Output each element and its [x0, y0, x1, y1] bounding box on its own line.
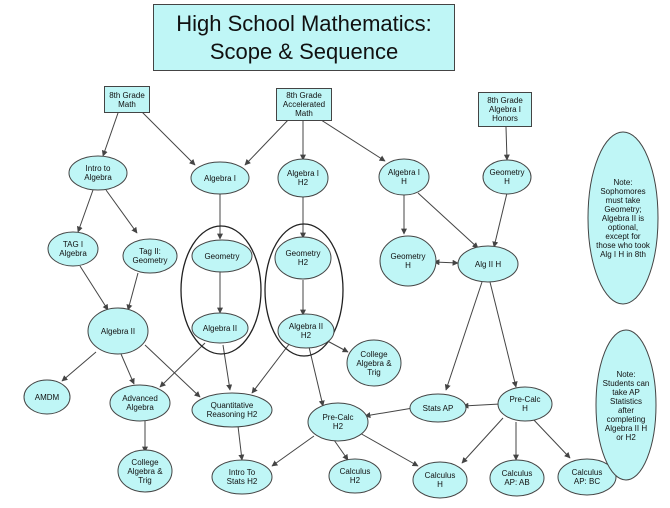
- edge-accel-alg1: [244, 117, 291, 166]
- box-label: Algebra I: [488, 105, 522, 114]
- edge-precalch-statsap: [462, 402, 501, 409]
- edge-tag1-alg2: [79, 265, 109, 311]
- note-line: Geometry;: [604, 204, 642, 214]
- node-precalc-h-shape: [497, 386, 553, 422]
- note-line: completing: [606, 415, 646, 424]
- edge-alg2h2-precalch2: [308, 346, 325, 407]
- note1-shape: [587, 131, 659, 305]
- edge-precalch-calcbc: [531, 417, 571, 459]
- edge-geohleft-alg2h: [433, 259, 459, 266]
- edge-precalch2-introstats: [271, 435, 315, 467]
- note-ap-statistics: Note: Students can take AP Statistics af…: [596, 365, 656, 447]
- title-line-1: High School Mathematics:: [176, 10, 432, 36]
- node-intro-stats-shape: [211, 459, 273, 495]
- edge-alg1h-alg2h: [417, 192, 479, 249]
- note-line: take AP: [612, 388, 640, 397]
- edge-grade8-intro: [101, 112, 119, 157]
- edge-alg2h-precalch: [489, 281, 518, 388]
- node-tag2-shape: [122, 238, 178, 274]
- edge-intro-tag1: [76, 189, 94, 233]
- node-intro-algebra-shape: [68, 155, 128, 191]
- edge-alg2-quant: [144, 344, 201, 398]
- edge-alg2-adv: [120, 353, 135, 385]
- node-alg2-h-shape: [457, 245, 519, 283]
- note-line: optional,: [607, 222, 639, 232]
- edge-honors-geoh: [503, 126, 510, 161]
- edge-geoh-alg2h: [492, 192, 508, 248]
- note2-shape: [595, 329, 657, 481]
- node-tag1-shape: [47, 231, 99, 267]
- edge-quant-introstats: [237, 425, 245, 461]
- edge-precalch-calch: [461, 417, 504, 464]
- edge-alg2h2-quant: [251, 342, 291, 394]
- edge-alg2mid-quant: [222, 344, 233, 391]
- note-line: after: [617, 406, 634, 415]
- node-algebra2-shape: [87, 307, 149, 355]
- box-8th-grade-algebra-honors: 8th Grade Algebra I Honors: [478, 92, 532, 127]
- title-line-2: Scope & Sequence: [209, 38, 399, 64]
- note-line: Statistics: [609, 397, 642, 406]
- edge-precalch2-calch2: [333, 439, 349, 461]
- node-calc-bc-shape: [557, 458, 617, 496]
- group-ring-standard: [180, 225, 262, 355]
- node-quant-shape: [191, 392, 273, 428]
- edge-statsap-precalch2: [364, 407, 414, 419]
- edge-precalch2-calch: [357, 431, 419, 467]
- group-ring-accelerated: [264, 223, 344, 357]
- node-amdm-shape: [23, 379, 71, 415]
- box-label: Honors: [492, 114, 518, 123]
- edge-tag2-alg2: [126, 272, 139, 311]
- node-calc-ab-shape: [489, 459, 545, 497]
- box-8th-grade-accelerated: 8th Grade Accelerated Math: [276, 88, 332, 121]
- node-college-top-shape: [346, 339, 402, 387]
- note-line: Algebra II is: [601, 213, 645, 223]
- box-label: Math: [295, 109, 313, 118]
- box-label: 8th Grade: [487, 96, 523, 105]
- node-precalc-h2-shape: [307, 402, 369, 442]
- note-line: or H2: [616, 433, 636, 442]
- note-line: Alg I H in 8th: [600, 249, 646, 259]
- edge-alg2h-statsap: [444, 281, 483, 391]
- note-line: those who took: [596, 240, 650, 250]
- edge-alg2mid-adv: [159, 342, 206, 388]
- box-label: Accelerated: [282, 100, 326, 109]
- note-line: Sophomores: [600, 186, 646, 196]
- node-algebra1-h2-shape: [277, 158, 329, 198]
- box-label: Math: [118, 99, 136, 109]
- note-line: must take: [605, 195, 641, 205]
- node-college-bot-shape: [117, 449, 173, 493]
- node-algebra1-shape: [190, 161, 250, 195]
- box-label: 8th Grade: [286, 91, 322, 100]
- node-geometry-shape: [191, 239, 253, 273]
- note-line: Students can: [602, 379, 650, 388]
- edge-grade8-alg1: [139, 109, 196, 166]
- node-geometry-h2-shape: [274, 236, 332, 280]
- note-line: Note:: [616, 370, 636, 379]
- diagram-title: High School Mathematics: Scope & Sequenc…: [153, 4, 455, 71]
- note-line: Algebra II H: [604, 424, 648, 433]
- node-algebra2-mid-shape: [191, 312, 249, 344]
- box-label: 8th Grade: [109, 90, 145, 100]
- node-adv-algebra-shape: [109, 384, 171, 422]
- node-algebra2-h2-shape: [277, 313, 335, 349]
- edge-accel-alg1h: [317, 117, 386, 162]
- node-geometry-h-shape: [482, 159, 532, 195]
- note-line: except for: [605, 231, 641, 241]
- node-calc-h-shape: [412, 461, 468, 499]
- box-8th-grade-math: 8th Grade Math: [104, 86, 150, 113]
- node-geometry-h-left-shape: [379, 235, 437, 287]
- edge-alg2-amdm: [61, 351, 97, 382]
- node-calc-h2-shape: [328, 458, 382, 494]
- note-line: Note:: [613, 177, 633, 187]
- node-stats-ap-shape: [409, 393, 467, 423]
- note-sophomores: Note: Sophomores must take Geometry; Alg…: [588, 172, 658, 264]
- node-algebra1-h-shape: [378, 158, 430, 196]
- edge-intro-tag2: [105, 189, 138, 234]
